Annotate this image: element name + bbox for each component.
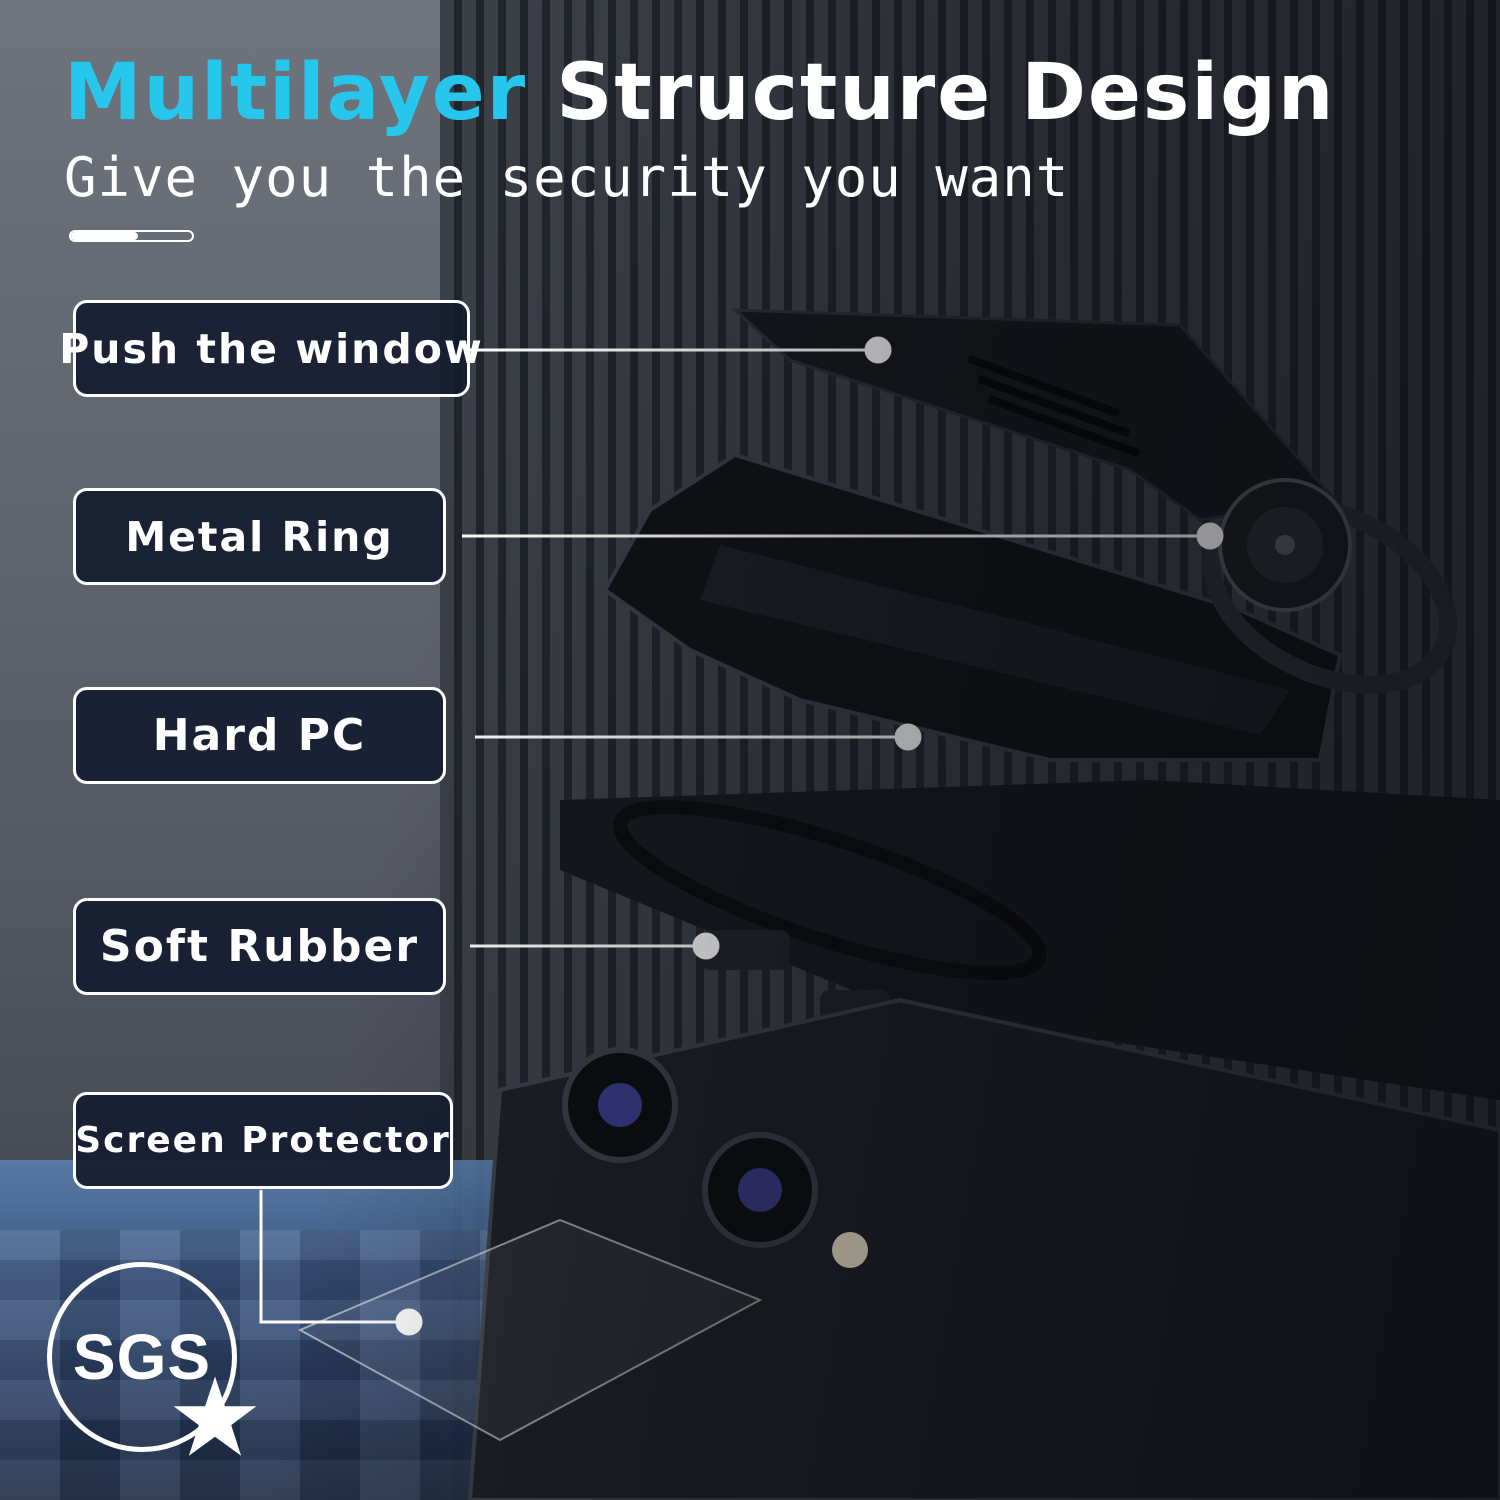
star-icon [173,1376,257,1456]
page-title: Multilayer Structure Design [64,48,1335,138]
label-push-the-window: Push the window [59,300,482,397]
sgs-badge-text: SGS [72,1321,212,1393]
title-rest: Structure Design [556,48,1336,138]
title-accent: Multilayer [64,48,528,138]
label-hard-pc: Hard PC [73,687,446,784]
label-soft-rubber: Soft Rubber [73,898,446,995]
sgs-badge: SGS [47,1262,237,1452]
page-subtitle: Give you the security you want [64,146,1070,209]
progress-indicator [69,230,194,242]
label-metal-ring: Metal Ring [73,488,446,585]
label-screen-protector: Screen Protector [73,1092,453,1189]
progress-fill [71,232,138,240]
